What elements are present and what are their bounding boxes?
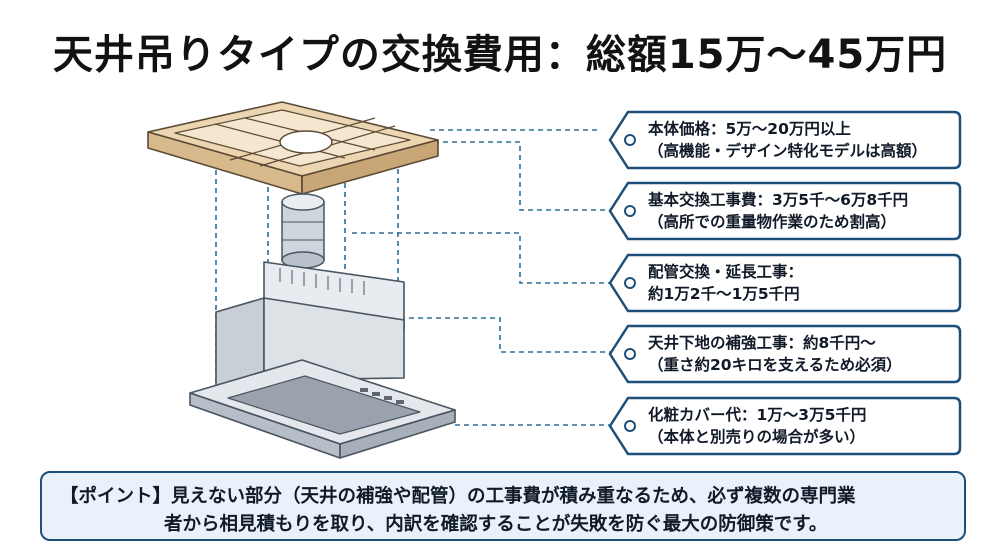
tag-line-2: （高所での重量物作業のため割高） — [648, 213, 897, 231]
tag-line-2: 約1万2千～1万5千円 — [648, 285, 800, 303]
cost-tag-piping: 配管交換・延長工事： 約1万2千～1万5千円 — [608, 253, 962, 313]
tag-hole-icon — [624, 277, 636, 289]
hood-cover — [215, 261, 405, 389]
tag-shape — [608, 396, 962, 456]
tag-line-1: 天井下地の補強工事：約8千円～ — [648, 334, 876, 352]
tag-shape — [608, 253, 962, 313]
tag-hole-icon — [624, 348, 636, 360]
tag-line-1: 基本交換工事費：3万5千～6万8千円 — [648, 191, 909, 209]
tag-line-1: 化粧カバー代：1万～3万5千円 — [648, 406, 867, 424]
duct-pipe — [281, 193, 325, 269]
tag-hole-icon — [624, 134, 636, 146]
tag-shape — [608, 324, 962, 384]
leader-line-base-work — [398, 141, 610, 211]
cost-tag-body-price: 本体価格：5万～20万円以上 （高機能・デザイン特化モデルは高額） — [608, 110, 962, 170]
point-note-line-2: 者から相見積もりを取り、内訳を確認することが失敗を防ぐ最大の防御策です。 — [164, 514, 828, 535]
tag-line-1: 配管交換・延長工事： — [648, 263, 804, 281]
tag-line-2: （本体と別売りの場合が多い） — [648, 428, 866, 446]
cost-tag-base-work: 基本交換工事費：3万5千～6万8千円 （高所での重量物作業のため割高） — [608, 181, 962, 241]
ceiling-frame — [147, 101, 439, 195]
cost-tag-cover: 化粧カバー代：1万～3万5千円 （本体と別売りの場合が多い） — [608, 396, 962, 456]
leader-lines — [215, 129, 610, 426]
page-title: 天井吊りタイプの交換費用：総額15万～45万円 — [52, 32, 948, 78]
tag-line-2: （高機能・デザイン特化モデルは高額） — [648, 142, 928, 160]
tag-hole-icon — [624, 420, 636, 432]
point-note-box: 【ポイント】見えない部分（天井の補強や配管）の工事費が積み重なるため、必ず複数の… — [40, 471, 966, 541]
leader-line-reinforcement — [400, 317, 610, 353]
leader-line-piping — [352, 232, 610, 284]
point-note-line-1: 【ポイント】見えない部分（天井の補強や配管）の工事費が積み重なるため、必ず複数の… — [60, 486, 856, 507]
tag-shape — [608, 181, 962, 241]
cost-tag-reinforcement: 天井下地の補強工事：約8千円～ （重さ約20キロを支えるため必須） — [608, 324, 962, 384]
tag-line-1: 本体価格：5万～20万円以上 — [648, 120, 851, 138]
tag-shape — [608, 110, 962, 170]
tag-line-2: （重さ約20キロを支えるため必須） — [648, 356, 902, 374]
hood-body — [189, 359, 456, 459]
tag-hole-icon — [624, 205, 636, 217]
